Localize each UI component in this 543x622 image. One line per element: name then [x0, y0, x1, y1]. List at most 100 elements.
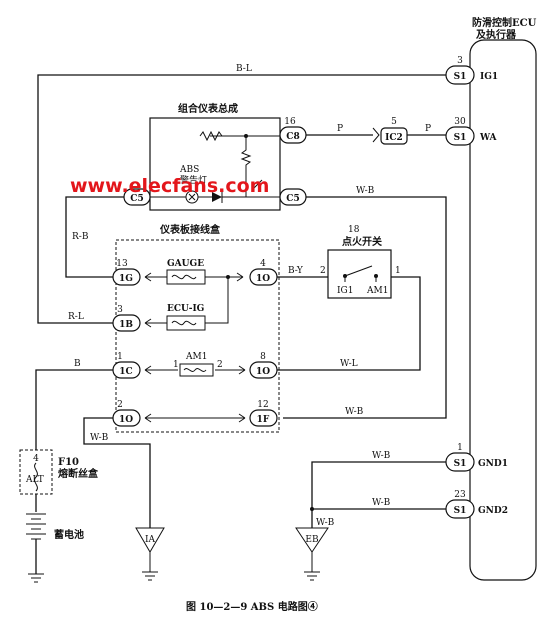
ground-eb-label: EB [305, 535, 319, 545]
battery-icon [26, 513, 46, 583]
fuse-am1: AM1 1 2 [144, 352, 246, 377]
jb-pin-1g-connector: 1G [119, 274, 133, 284]
jb-pin-1o-tr-connector: 1O [256, 274, 270, 284]
ecu-pin-wa-terminal: WA [479, 133, 498, 143]
junction-ic2-connector: IC2 [385, 133, 403, 143]
battery-label: 蓄电池 [54, 528, 84, 541]
fuse-box-title: 熔断丝盒 [58, 467, 99, 480]
meter-pin-c5-left-connector: C5 [130, 194, 143, 204]
wire-label-w-b-ground: W-B [90, 433, 109, 443]
fuse-gauge-label: GAUGE [167, 259, 204, 269]
wire-label-r-b: R-B [72, 232, 89, 242]
ecu-pin-ig1-number: 3 [457, 56, 463, 66]
wire-label-p-2: P [425, 124, 431, 134]
jb-pin-1c-number: 1 [117, 352, 123, 362]
ignition-switch-title: 点火开关 [342, 235, 382, 248]
meter-pin-c8-connector: C8 [286, 132, 299, 142]
wire-label-b: B [74, 359, 81, 369]
fuse-alt-icon [34, 462, 38, 492]
meter-pin-c8-number: 16 [284, 117, 296, 127]
ecu-pin-wa-connector: S1 [454, 133, 467, 143]
instrument-junction-box-title: 仪表板接线盒 [159, 223, 221, 236]
ecu-title-line2: 及执行器 [476, 28, 517, 41]
jb-pin-1f-number: 12 [257, 400, 268, 410]
ground-eb: EB [295, 527, 329, 581]
meter-resistor-1 [199, 130, 223, 142]
meter-pin-c8: C8 16 [279, 117, 307, 144]
jb-pin-1o-bl-number: 2 [117, 400, 123, 410]
meter-diode-icon [212, 192, 222, 202]
ignition-switch-ig1: IG1 [337, 286, 353, 296]
figure-caption: 图 10—2—9 ABS 电路图④ [186, 600, 318, 613]
jb-pin-1o-bl-connector: 1O [119, 415, 133, 425]
wire-label-w-b-gnd1: W-B [372, 451, 391, 461]
ignition-switch-pin2: 2 [320, 266, 326, 276]
ignition-switch-number: 18 [348, 225, 360, 235]
junction-ic2-number: 5 [391, 117, 397, 127]
ecu-pin-ig1-connector: S1 [454, 72, 467, 82]
abs-lamp-label-line2: 警告灯 [180, 174, 207, 186]
ecu-pin-wa-number: 30 [454, 117, 466, 127]
jb-pin-1o-tr-number: 4 [260, 259, 266, 269]
ecu-pin-gnd1-terminal: GND1 [478, 459, 508, 469]
ignition-switch-am1: AM1 [366, 286, 388, 296]
watermark-text: www.elecfans.com [70, 175, 269, 197]
jb-pin-1c-connector: 1C [119, 367, 132, 377]
ecu-pin-ig1: S1 3 IG1 [445, 56, 498, 85]
ignition-switch-box [327, 249, 392, 299]
fuse-am1-pin1: 1 [173, 360, 179, 370]
ecu-pin-ig1-terminal: IG1 [480, 72, 498, 82]
junction-ic2: IC2 5 [372, 117, 408, 145]
wire-label-w-b-gnd2: W-B [372, 498, 391, 508]
ecu-title-line1: 防滑控制ECU [472, 16, 537, 29]
jb-pin-1b: 1B 3 [112, 305, 141, 332]
wire-label-w-b-eb: W-B [316, 518, 335, 528]
meter-pin-c5-right: C5 [279, 188, 307, 206]
jb-pin-1b-connector: 1B [119, 320, 133, 330]
jb-pin-1b-number: 3 [117, 305, 123, 315]
wire-label-p-1: P [337, 124, 343, 134]
ignition-switch-pin1: 1 [395, 266, 401, 276]
ecu-pin-wa: S1 30 WA [445, 117, 498, 146]
jb-pin-1f: 1F 12 [249, 400, 278, 427]
ecu-pin-gnd2-terminal: GND2 [478, 506, 508, 516]
jb-pin-1o-mr-number: 8 [260, 352, 266, 362]
wire-label-b-y: B-Y [288, 266, 304, 276]
jb-pin-1o-mr-connector: 1O [256, 367, 270, 377]
fuse-box-alt: ALT [25, 475, 44, 485]
fuse-am1-label: AM1 [185, 352, 207, 362]
instrument-junction-box [115, 239, 280, 433]
ecu-pin-gnd1-number: 1 [457, 443, 463, 453]
fuse-ecu-ig: ECU-IG [144, 304, 206, 331]
fuse-am1-pin2: 2 [217, 360, 223, 370]
abs-lamp-label-line1: ABS [179, 165, 199, 175]
ecu-pin-gnd2-number: 23 [454, 490, 466, 500]
combination-meter-title: 组合仪表总成 [178, 102, 238, 115]
jb-pin-1o-top-right: 1O 4 [249, 259, 278, 286]
meter-pin-c5-right-connector: C5 [286, 194, 299, 204]
wire-label-w-l: W-L [340, 359, 358, 369]
fuse-box-pin: 4 [33, 454, 39, 464]
ecu-pin-gnd2: S1 23 GND2 [445, 490, 508, 519]
ground-ia-label: IA [145, 535, 156, 545]
ecu-pin-gnd1: S1 1 GND1 [445, 443, 508, 472]
jb-pin-1c: 1C 1 [112, 352, 141, 379]
jb-pin-1o-mid-right: 1O 8 [249, 352, 278, 379]
wire-label-w-b-top: W-B [356, 186, 375, 196]
fuse-box-code: F10 [58, 457, 79, 468]
wire-label-w-b-mid: W-B [345, 407, 364, 417]
fuse-ecu-ig-label: ECU-IG [167, 304, 204, 314]
jb-pin-1o-bottom-left: 1O 2 [112, 400, 141, 427]
ecu-block [469, 39, 537, 581]
ecu-pin-gnd1-connector: S1 [454, 459, 467, 469]
jb-pin-1f-connector: 1F [257, 415, 270, 425]
jb-pin-1g: 1G 13 [112, 259, 141, 286]
jb-pin-1g-number: 13 [116, 259, 128, 269]
ignition-switch-contact-icon [344, 265, 373, 277]
combination-meter-box [149, 117, 281, 211]
wire-label-b-l: B-L [236, 64, 252, 74]
ground-ia: IA [135, 527, 165, 581]
ecu-pin-gnd2-connector: S1 [454, 506, 467, 516]
wire-label-r-l: R-L [68, 312, 84, 322]
